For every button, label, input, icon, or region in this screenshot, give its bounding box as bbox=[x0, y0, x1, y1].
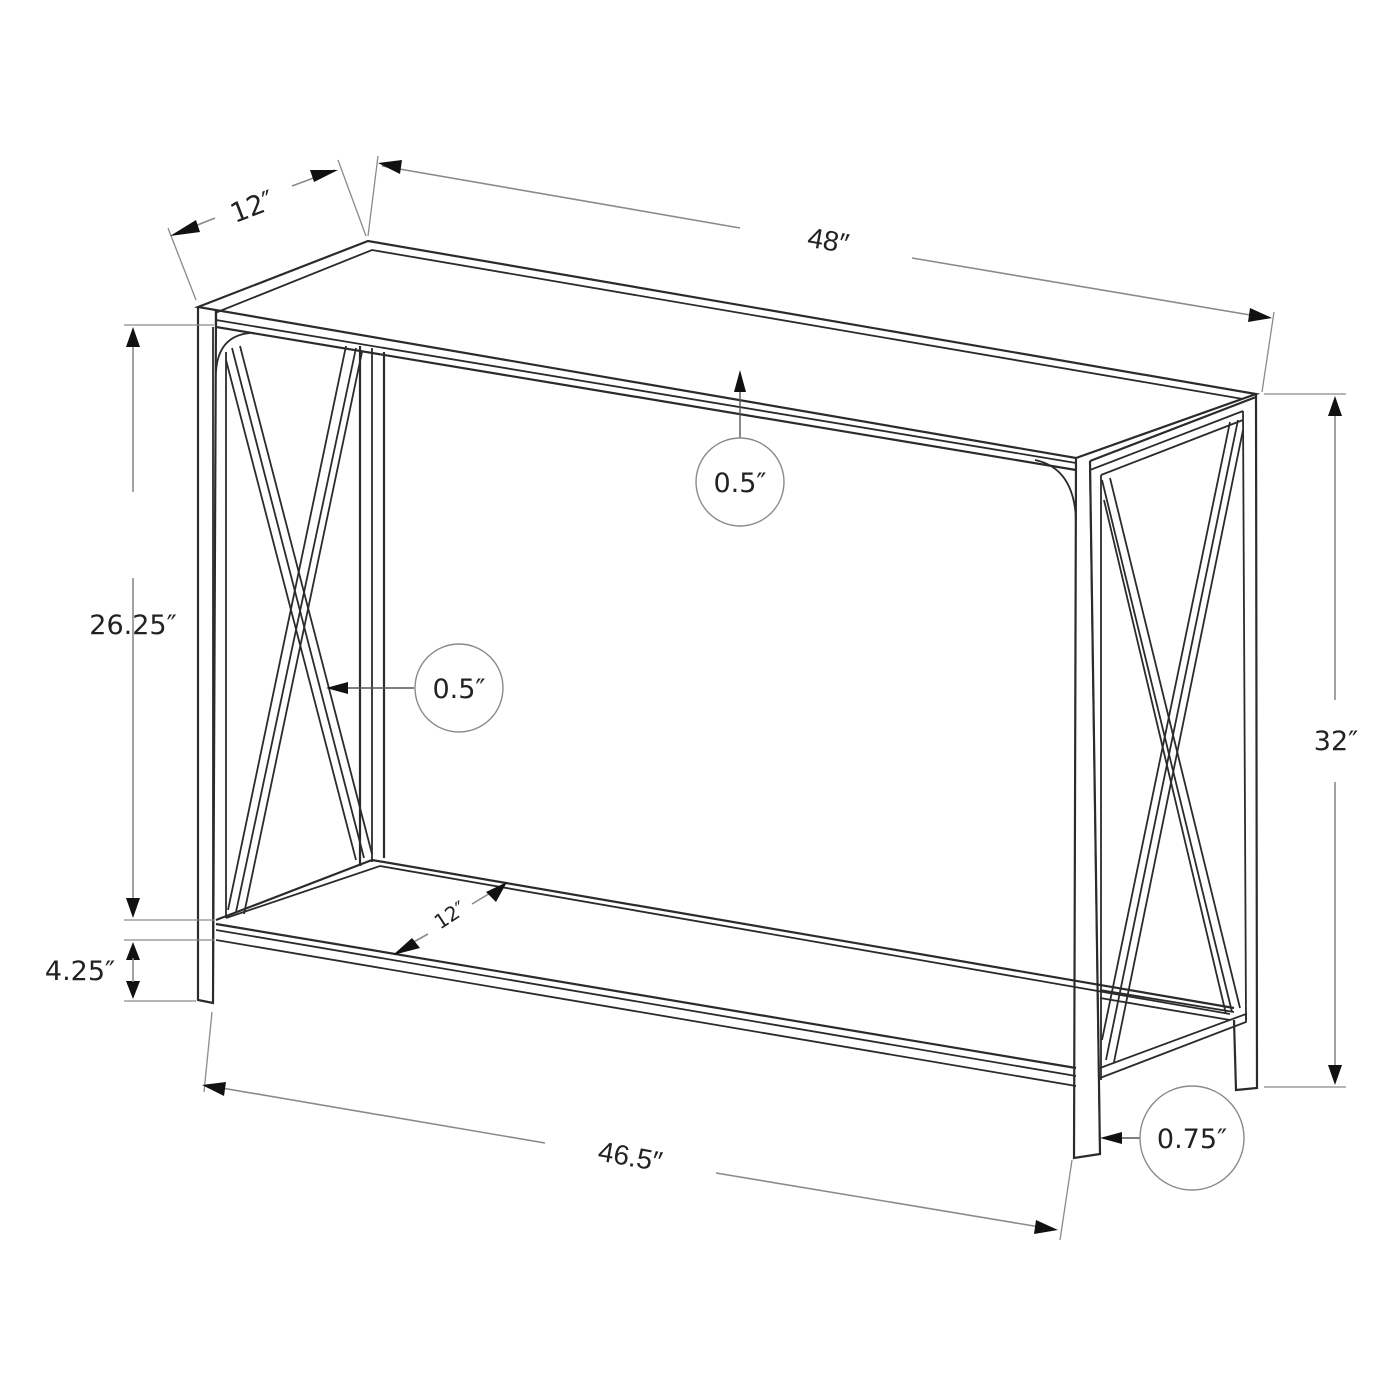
left-front-leg bbox=[196, 307, 218, 1005]
right-side-frame bbox=[1099, 393, 1259, 1092]
dim-shelf-width bbox=[202, 1011, 1073, 1241]
label-shelf-width: 46.5″ bbox=[596, 1136, 665, 1178]
label-top-thickness: 0.5″ bbox=[713, 468, 766, 499]
dim-overall-height bbox=[1264, 393, 1346, 1088]
table-top bbox=[193, 239, 1261, 472]
lower-shelf bbox=[215, 858, 1235, 1087]
label-leg-width: 0.75″ bbox=[1157, 1124, 1227, 1155]
label-leg-clearance: 4.25″ bbox=[45, 956, 115, 987]
dim-shelf-depth bbox=[393, 882, 507, 955]
dim-top-depth bbox=[167, 159, 367, 301]
callout-side-thickness bbox=[326, 643, 504, 733]
left-side-frame bbox=[215, 332, 386, 918]
dim-leg-clearance bbox=[124, 939, 214, 1002]
label-side-thickness: 0.5″ bbox=[432, 674, 485, 705]
right-front-leg bbox=[1072, 457, 1102, 1160]
label-top-depth: 12″ bbox=[226, 185, 279, 230]
dim-upper-height bbox=[124, 324, 214, 921]
label-upper-height: 26.25″ bbox=[89, 610, 176, 641]
label-shelf-depth: 12″ bbox=[430, 896, 471, 934]
label-top-width: 48″ bbox=[805, 222, 851, 260]
label-overall-height: 32″ bbox=[1314, 726, 1358, 757]
dim-top-width bbox=[367, 155, 1275, 393]
callout-top-thickness bbox=[695, 370, 785, 527]
callout-leg-width bbox=[1100, 1085, 1245, 1191]
